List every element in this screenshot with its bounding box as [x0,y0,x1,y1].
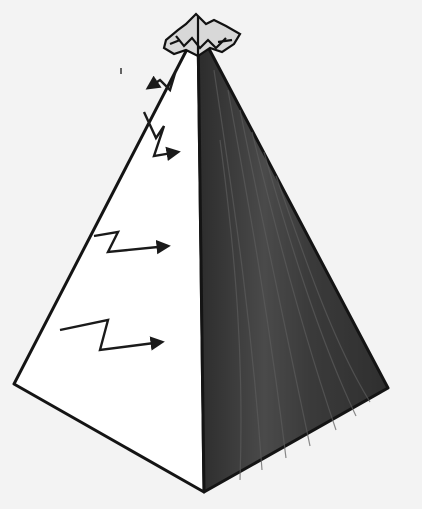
pyramid-illustration [0,0,422,509]
pyramid-svg [0,0,422,509]
